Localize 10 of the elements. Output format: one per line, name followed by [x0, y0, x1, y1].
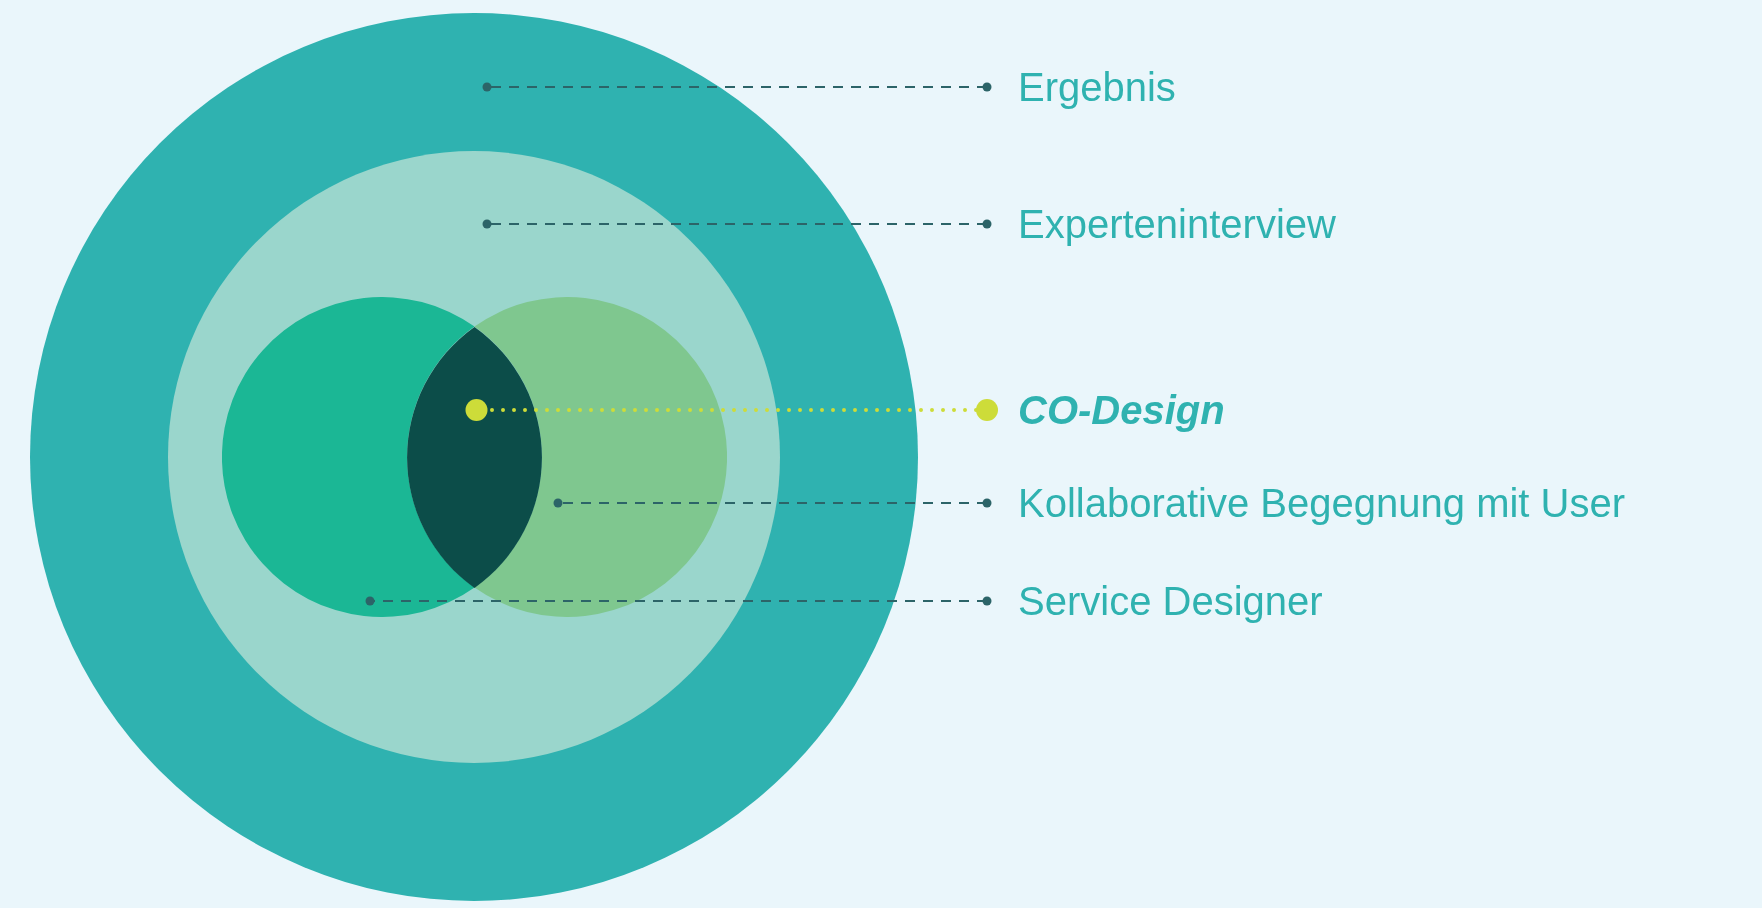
leader-line — [465, 399, 998, 421]
leader-line — [482, 82, 992, 92]
label-text: Service Designer — [1018, 577, 1323, 625]
label-text: CO-Design — [1018, 386, 1225, 434]
label-text: Experteninterview — [1018, 200, 1336, 248]
label-text: Ergebnis — [1018, 63, 1176, 111]
leader-line — [482, 219, 992, 229]
label-text: Kollaborative Begegnung mit User — [1018, 479, 1625, 527]
leader-line — [365, 596, 992, 606]
leader-line — [553, 498, 992, 508]
